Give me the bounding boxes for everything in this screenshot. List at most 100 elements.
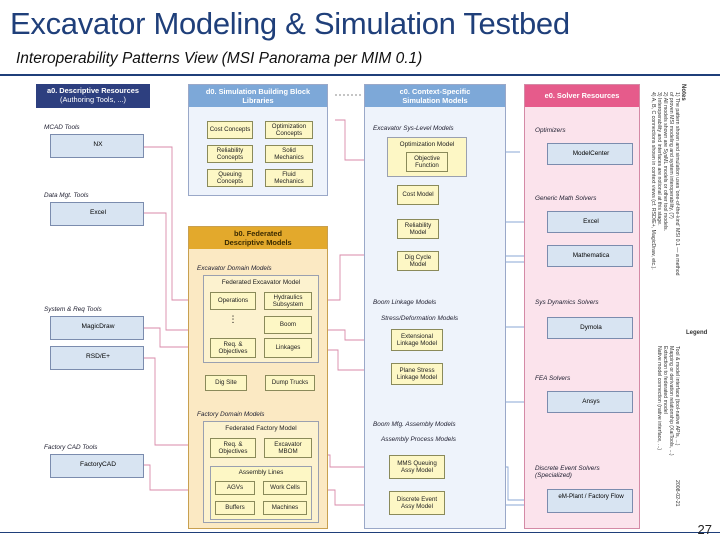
tool-factorycad[interactable]: FactoryCAD — [50, 454, 144, 478]
notes-line: of proven MSI modeling and system intero… — [668, 92, 674, 219]
connector — [322, 255, 365, 300]
cost-model[interactable]: Cost Model — [397, 185, 439, 205]
column-descriptive-resources: a0. Descriptive Resources (Authoring Too… — [36, 84, 150, 529]
notes-panel: Notes 1) The pattern shown and simulatio… — [642, 84, 707, 524]
boom-linkage-models-label: Boom Linkage Models — [373, 299, 437, 306]
assembly-process-models-label: Assembly Process Models — [381, 436, 456, 443]
notes-date: 2008-02-21 — [674, 480, 680, 507]
extensional-linkage-model[interactable]: Extensional Linkage Model — [391, 329, 443, 351]
column-solver-resources: e0. Solver Resources Optimizers ModelCen… — [524, 84, 640, 529]
model-excavator-mbom[interactable]: Excavator MBOM — [264, 438, 312, 458]
stress-deformation-models-label: Stress/Deformation Models — [381, 315, 459, 322]
model-work-cells[interactable]: Work Cells — [263, 481, 307, 495]
column-d-subtitle: Libraries — [242, 96, 274, 105]
library-fluid-mechanics[interactable]: Fluid Mechanics — [265, 169, 313, 187]
federated-excavator-model[interactable]: Federated Excavator Model Operations Hyd… — [203, 275, 319, 363]
tool-nx-label: NX — [93, 141, 103, 148]
tool-excel-label: Excel — [89, 209, 107, 216]
sys-dynamics-solvers-label: Sys Dynamics Solvers — [535, 299, 599, 306]
model-machines[interactable]: Machines — [263, 501, 307, 515]
model-buffers[interactable]: Buffers — [215, 501, 255, 515]
column-a-subtitle: (Authoring Tools, ...) — [60, 95, 126, 104]
library-solid-mechanics[interactable]: Solid Mechanics — [265, 145, 313, 163]
column-c-title: c0. Context-Specific — [399, 87, 471, 96]
model-boom[interactable]: Boom — [264, 316, 312, 334]
column-b-title: b0. Federated — [233, 229, 283, 238]
model-req-objectives[interactable]: Req. & Objectives — [210, 338, 256, 358]
discrete-event-solvers-label: Discrete Event Solvers (Specialized) — [535, 465, 600, 479]
boom-mfg-assembly-models-label: Boom Mfg. Assembly Models — [373, 421, 456, 428]
notes-line: 3) Interoperability and interfaces are n… — [656, 92, 662, 226]
library-cost-concepts[interactable]: Cost Concepts — [207, 121, 253, 139]
connector — [322, 490, 365, 505]
model-operations[interactable]: Operations — [210, 292, 256, 310]
group-system-req-tools-label: System & Req Tools — [44, 306, 102, 313]
group-factory-cad-tools-label: Factory CAD Tools — [44, 444, 98, 451]
column-building-block-libraries: d0. Simulation Building Block Libraries … — [188, 84, 328, 196]
column-header-c: c0. Context-Specific Simulation Models — [365, 85, 505, 107]
column-b-subtitle: Descriptive Models — [224, 238, 292, 247]
legend-line: Tool & model interface (tool-native APIs… — [674, 346, 680, 446]
connector — [322, 350, 365, 370]
optimization-model-title: Optimization Model — [399, 141, 455, 148]
tool-magicdraw[interactable]: MagicDraw — [50, 316, 144, 340]
group-data-mgt-tools-label: Data Mgt. Tools — [44, 192, 89, 199]
solver-mathematica[interactable]: Mathematica — [547, 245, 633, 267]
optimizers-label: Optimizers — [535, 127, 566, 134]
generic-math-solvers-label: Generic Math Solvers — [535, 195, 597, 202]
column-header-d: d0. Simulation Building Block Libraries — [189, 85, 327, 107]
model-dig-site[interactable]: Dig Site — [205, 375, 247, 391]
objective-function[interactable]: Objective Function — [406, 152, 448, 172]
legend-line: Native model connection (native interfac… — [656, 346, 662, 451]
assembly-lines-title: Assembly Lines — [238, 469, 284, 476]
solver-ansys-label: Ansys — [582, 398, 600, 405]
solver-excel[interactable]: Excel — [547, 211, 633, 233]
library-reliability-concepts[interactable]: Reliability Concepts — [207, 145, 253, 163]
legend-line: Extraction to federated model — [662, 346, 668, 414]
column-a-title: a0. Descriptive Resources — [46, 86, 140, 95]
column-e-title: e0. Solver Resources — [544, 91, 620, 100]
tool-factorycad-label: FactoryCAD — [80, 461, 116, 468]
column-header-e: e0. Solver Resources — [525, 85, 639, 107]
reliability-model[interactable]: Reliability Model — [397, 219, 439, 239]
tool-rsde-label: RSD/E+ — [85, 353, 110, 360]
model-factory-req-objectives[interactable]: Req. & Objectives — [210, 438, 256, 458]
model-hydraulics-subsystem[interactable]: Hydraulics Subsystem — [264, 292, 312, 310]
solver-ansys[interactable]: Ansys — [547, 391, 633, 413]
column-header-b: b0. Federated Descriptive Models — [189, 227, 327, 249]
footer-divider — [0, 532, 720, 533]
title-divider — [0, 74, 720, 76]
factory-domain-models-label: Factory Domain Models — [197, 411, 265, 418]
notes-line: 1) The pattern shown and simulation uses… — [674, 92, 680, 276]
group-mcad-tools-label: MCAD Tools — [44, 124, 80, 131]
connector — [322, 455, 365, 467]
tool-magicdraw-label: MagicDraw — [81, 323, 115, 330]
connector — [130, 328, 210, 347]
assembly-lines[interactable]: Assembly Lines AGVs Work Cells Buffers M… — [210, 466, 312, 520]
solver-modelcenter[interactable]: ModelCenter — [547, 143, 633, 165]
plane-stress-linkage-model[interactable]: Plane Stress Linkage Model — [391, 363, 443, 385]
optimization-model[interactable]: Optimization Model Objective Function — [387, 137, 467, 177]
legend-line: Mapping or derivation relationship (XaiT… — [668, 346, 674, 456]
connector — [335, 120, 365, 160]
federated-factory-model-title: Federated Factory Model — [225, 425, 297, 432]
model-linkages[interactable]: Linkages — [264, 338, 312, 358]
model-dump-trucks[interactable]: Dump Trucks — [265, 375, 315, 391]
discrete-event-assy-model[interactable]: Discrete Event Assy Model — [389, 491, 445, 515]
tool-excel[interactable]: Excel — [50, 202, 144, 226]
notes-title: Notes — [680, 84, 686, 101]
solver-em-plant[interactable]: eM-Plant / Factory Flow — [547, 489, 633, 513]
page-number: 27 — [697, 522, 712, 537]
tool-nx[interactable]: NX — [50, 134, 144, 158]
dig-cycle-model[interactable]: Dig Cycle Model — [397, 251, 439, 271]
tool-rsde[interactable]: RSD/E+ — [50, 346, 144, 370]
model-agvs[interactable]: AGVs — [215, 481, 255, 495]
notes-line: 4) A, B, C connections shown in context … — [650, 92, 656, 270]
mms-queuing-assy-model[interactable]: MMS Queuing Assy Model — [389, 455, 445, 479]
federated-excavator-model-title: Federated Excavator Model — [221, 279, 301, 286]
library-optimization-concepts[interactable]: Optimization Concepts — [265, 121, 313, 139]
federated-factory-model[interactable]: Federated Factory Model Req. & Objective… — [203, 421, 319, 523]
library-queuing-concepts[interactable]: Queuing Concepts — [207, 169, 253, 187]
fea-solvers-label: FEA Solvers — [535, 375, 571, 382]
solver-dymola[interactable]: Dymola — [547, 317, 633, 339]
